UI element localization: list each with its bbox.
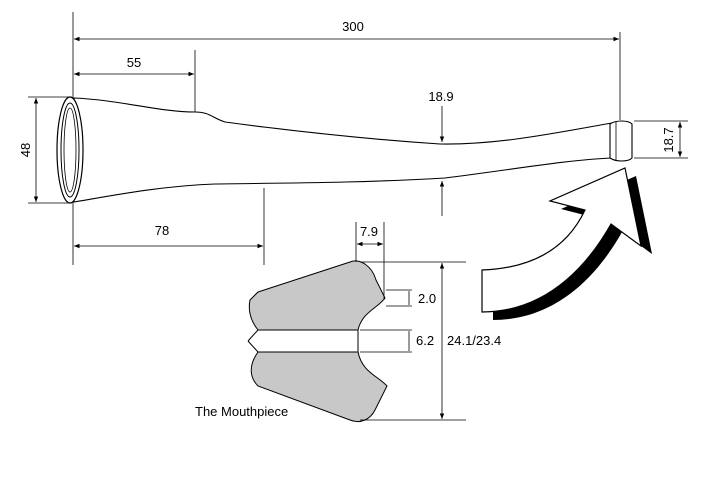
horn-tube-outline <box>73 97 613 203</box>
horn-body <box>56 96 633 204</box>
curved-arrow-body <box>481 167 642 313</box>
end-cap <box>609 120 633 162</box>
mp-bore-label: 6.2 <box>416 333 434 348</box>
overall-length-label: 300 <box>342 19 364 34</box>
bell-diameter-label: 48 <box>18 143 33 157</box>
mouthpiece-gap-dimension: 2.0 <box>386 289 436 307</box>
tube-diameter-dimension: 18.9 <box>428 89 454 216</box>
end-diameter-label: 18.7 <box>661 127 676 152</box>
mouthpiece-bore-edge-bottom <box>247 340 259 353</box>
mouthpiece <box>247 260 388 423</box>
lower-length-dimension: 78 <box>74 188 265 265</box>
mp-height-label: 24.1/23.4 <box>447 333 501 348</box>
mouthpiece-upper <box>248 260 386 331</box>
bell-section-label: 55 <box>127 55 141 70</box>
bell-diameter-dimension: 48 <box>18 96 72 204</box>
bell-rim-innermost <box>63 107 77 193</box>
mouthpiece-lower <box>250 351 388 423</box>
tube-diameter-label: 18.9 <box>428 89 453 104</box>
mp-width-label: 7.9 <box>360 224 378 239</box>
curved-arrow <box>481 167 652 320</box>
mouthpiece-height-dimension: 24.1/23.4 <box>360 261 501 421</box>
mouthpiece-bore-dimension: 6.2 <box>360 329 434 353</box>
bell-rim-outer <box>56 96 84 204</box>
lower-length-label: 78 <box>155 223 169 238</box>
bell-rim-inner <box>60 102 80 198</box>
mp-gap-label: 2.0 <box>418 291 436 306</box>
mouthpiece-bore-edge-top <box>247 329 259 342</box>
mouthpiece-width-dimension: 7.9 <box>355 222 385 300</box>
mouthpiece-caption: The Mouthpiece <box>195 404 288 419</box>
end-diameter-dimension: 18.7 <box>634 120 688 159</box>
bell-section-dimension: 55 <box>74 50 196 112</box>
